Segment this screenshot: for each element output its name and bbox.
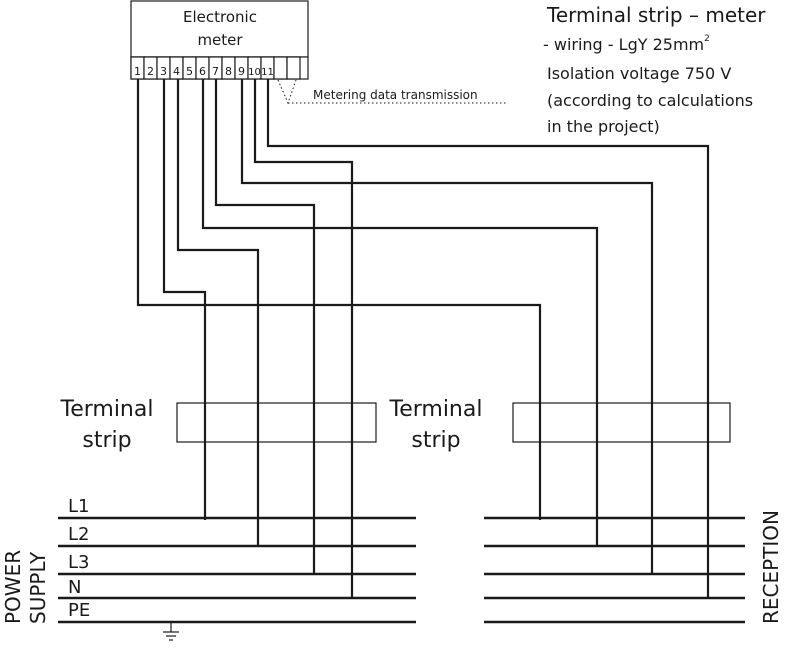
reception-label: RECEPTION: [759, 510, 783, 624]
meter-terminal-number: 5: [186, 65, 193, 78]
annotation-wiring-superscript: 2: [704, 34, 710, 44]
bus-label-pe: PE: [68, 600, 90, 621]
meter-terminal-number: 7: [212, 65, 219, 78]
bus-bars: [58, 516, 745, 624]
terminal-strip-left-line2: strip: [82, 428, 131, 453]
terminal-strip-left-box: [176, 402, 377, 443]
annotation-calc-line2: in the project): [547, 117, 660, 136]
meter-terminal-number: 2: [147, 65, 154, 78]
meter-terminal-number: 1: [134, 65, 141, 78]
side-label-power-supply: POWER SUPPLY: [1, 550, 50, 624]
metering-data-link: Metering data transmission: [277, 79, 508, 105]
meter-body: [130, 0, 309, 58]
bus-label-l1: L1: [68, 496, 89, 517]
annotation-wiring-text: - wiring - LgY 25mm: [543, 35, 704, 54]
data-link-wedge: [277, 79, 297, 105]
meter-wires: [136, 79, 710, 598]
terminal-strip-right: Terminal strip: [389, 397, 731, 453]
ground-icon: [163, 622, 179, 641]
meter-terminal-cell: [286, 56, 301, 80]
bus-label-l3: L3: [68, 552, 89, 573]
annotation-title: Terminal strip – meter: [546, 3, 766, 27]
annotation-isolation: Isolation voltage 750 V: [547, 64, 731, 83]
wire-t10: [253, 79, 354, 598]
meter-terminal-number: 9: [238, 65, 245, 78]
bus-label-n: N: [68, 577, 81, 598]
power-supply-line2: SUPPLY: [26, 551, 50, 624]
meter-terminal-number: 4: [173, 65, 180, 78]
wire-t4: [176, 79, 260, 546]
wire-t9: [240, 79, 654, 574]
terminal-strip-right-box: [512, 402, 731, 443]
meter-title-line1: Electronic: [183, 8, 257, 26]
meter-terminal-number: 10: [248, 67, 261, 78]
meter-terminal-number: 8: [225, 65, 232, 78]
meter-terminal-number: 6: [199, 65, 206, 78]
power-supply-line1: POWER: [1, 550, 25, 624]
meter-terminal-cell: [273, 56, 288, 80]
metering-data-label: Metering data transmission: [313, 88, 478, 102]
meter-terminal-number: 11: [261, 67, 274, 78]
wire-t11: [266, 79, 710, 598]
meter-terminal-number: 3: [160, 65, 167, 78]
bus-label-l2: L2: [68, 524, 89, 545]
terminal-strip-right-line1: Terminal: [389, 397, 483, 422]
wire-t1: [136, 79, 542, 520]
terminal-strip-right-line2: strip: [411, 428, 460, 453]
bus-labels: L1 L2 L3 N PE: [68, 496, 90, 621]
meter-title-line2: meter: [197, 31, 243, 49]
wire-t7: [214, 79, 316, 574]
wire-t6: [201, 79, 599, 546]
wire-t3: [162, 79, 207, 520]
side-label-reception: RECEPTION: [759, 510, 783, 624]
annotation-wiring: - wiring - LgY 25mm2: [543, 34, 710, 54]
cable-annotation: Terminal strip – meter - wiring - LgY 25…: [543, 3, 766, 136]
terminal-strip-left: Terminal strip: [60, 397, 377, 453]
terminal-strip-left-line1: Terminal: [60, 397, 154, 422]
annotation-calc-line1: (according to calculations: [547, 91, 753, 110]
